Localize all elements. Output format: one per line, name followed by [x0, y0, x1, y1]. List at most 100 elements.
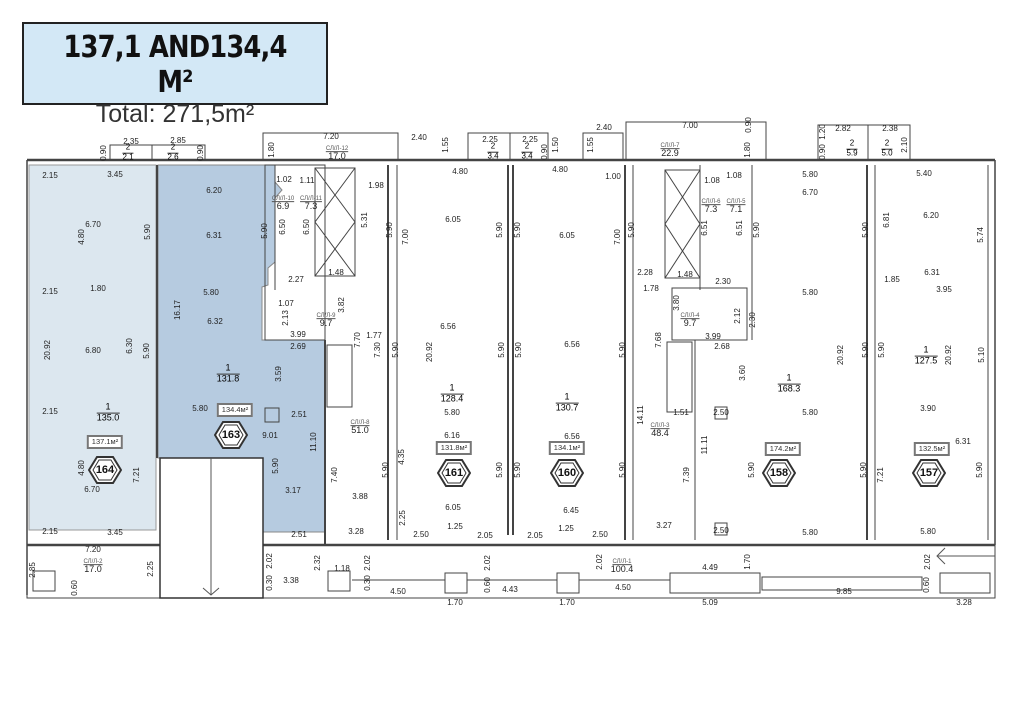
- dimension-label: 3.88: [352, 492, 368, 501]
- unit-number: 161: [444, 467, 464, 479]
- unit-marker-161[interactable]: 161: [437, 459, 471, 487]
- dimension-label: 2.85: [28, 562, 37, 578]
- dimension-label: 1.02: [276, 175, 292, 184]
- dimension-label: 5.90: [142, 343, 151, 359]
- room-code: СЛ/Л-2: [83, 559, 103, 566]
- dimension-label: 4.50: [390, 587, 406, 596]
- dimension-label: 14.11: [636, 405, 645, 425]
- dimension-label: 2.15: [42, 171, 58, 180]
- dimension-label: 0.90: [818, 144, 827, 160]
- dimension-label: 2.25: [482, 135, 498, 144]
- dimension-label: 9.01: [262, 431, 278, 440]
- room-area-value: 3.4: [487, 151, 499, 161]
- dimension-label: 5.90: [618, 342, 627, 358]
- unit-area-164: 137.1м²: [86, 435, 124, 449]
- dimension-label: 6.56: [564, 432, 580, 441]
- dimension-label: 1.25: [558, 524, 574, 533]
- dimension-label: 2.05: [527, 531, 543, 540]
- unit-number: 164: [95, 464, 115, 476]
- dimension-label: 0.90: [540, 144, 549, 160]
- dimension-label: 3.59: [274, 366, 283, 382]
- dimension-label: 2.51: [291, 530, 307, 539]
- room-area-value: 51.0: [351, 425, 369, 436]
- dimension-label: 5.90: [975, 462, 984, 478]
- dimension-label: 1.25: [447, 522, 463, 531]
- dimension-label: 7.00: [613, 229, 622, 245]
- dimension-label: 0.90: [196, 145, 205, 161]
- unit-number: 157: [919, 467, 939, 479]
- dimension-label: 3.95: [936, 285, 952, 294]
- dimension-label: 1.55: [441, 137, 450, 153]
- room-number: 2: [167, 143, 179, 154]
- dimension-label: 7.40: [330, 467, 339, 483]
- dimension-label: 5.90: [271, 458, 280, 474]
- dimension-label: 20.92: [836, 344, 845, 366]
- dimension-label: 5.90: [513, 462, 522, 478]
- dimension-label: 5.90: [861, 222, 870, 238]
- room-number: 1: [914, 345, 938, 357]
- dimension-label: 11.11: [700, 435, 709, 455]
- dimension-label: 2.27: [288, 275, 304, 284]
- dimension-label: 1.08: [726, 171, 742, 180]
- hexagon-icon: [214, 421, 248, 449]
- dimension-label: 2.51: [291, 410, 307, 419]
- hexagon-icon: [550, 459, 584, 487]
- unit-marker-157[interactable]: 157: [912, 459, 946, 487]
- room-area-value: 22.9: [661, 148, 679, 159]
- dimension-label: 5.80: [802, 288, 818, 297]
- hexagon-icon: [912, 459, 946, 487]
- dimension-label: 6.31: [924, 268, 940, 277]
- dimension-label: 1.85: [884, 275, 900, 284]
- dimension-label: 6.20: [923, 211, 939, 220]
- room-number: 1: [555, 392, 579, 404]
- dimension-label: 2.02: [483, 555, 492, 571]
- dimension-label: 2.15: [42, 527, 58, 536]
- unit-area-163: 134.4м²: [216, 403, 254, 417]
- room-area-value: 5.9: [846, 148, 858, 158]
- dimension-label: 1.77: [366, 331, 382, 340]
- dimension-label: 5.90: [495, 462, 504, 478]
- unit-number: 158: [769, 467, 789, 479]
- dimension-label: 5.90: [752, 222, 761, 238]
- dimension-label: 1.18: [334, 564, 350, 573]
- room-area-value: 9.7: [683, 318, 697, 329]
- dimension-label: 1.55: [586, 137, 595, 153]
- dimension-label: 1.80: [90, 284, 106, 293]
- dimension-label: 1.50: [551, 137, 560, 153]
- dimension-label: 2.40: [411, 133, 427, 142]
- dimension-label: 1.70: [447, 598, 463, 607]
- dimension-label: 1.51: [673, 408, 689, 417]
- dimension-label: 5.90: [514, 342, 523, 358]
- dimension-label: 4.80: [77, 229, 86, 245]
- hexagon-icon: [762, 459, 796, 487]
- dimension-label: 5.74: [976, 227, 985, 243]
- dimension-label: 3.60: [738, 365, 747, 381]
- unit-marker-160[interactable]: 160: [550, 459, 584, 487]
- entrance-arrow-icon: [202, 587, 220, 596]
- room-area-value: 3.4: [521, 151, 533, 161]
- dimension-label: 2.85: [170, 136, 186, 145]
- unit-marker-163[interactable]: 163: [214, 421, 248, 449]
- dimension-label: 3.28: [348, 527, 364, 536]
- unit-marker-164[interactable]: 164: [88, 456, 122, 484]
- room-area-value: 9.7: [319, 318, 333, 329]
- dimension-label: 6.31: [206, 231, 222, 240]
- dimension-label: 2.32: [313, 555, 322, 571]
- dimension-label: 1.70: [559, 598, 575, 607]
- dimension-label: 4.80: [77, 460, 86, 476]
- dimension-label: 5.90: [747, 462, 756, 478]
- room-number: 1: [777, 373, 801, 385]
- unit-marker-158[interactable]: 158: [762, 459, 796, 487]
- dimension-label: 2.12: [733, 308, 742, 324]
- room-code: СЛ/Л-11: [300, 196, 322, 203]
- room-code: СЛ/Л-3: [650, 423, 670, 430]
- room-area-value: 2.1: [122, 152, 134, 162]
- dimension-label: 1.78: [643, 284, 659, 293]
- dimension-label: 5.90: [861, 342, 870, 358]
- room-area-value: 6.9: [276, 201, 290, 212]
